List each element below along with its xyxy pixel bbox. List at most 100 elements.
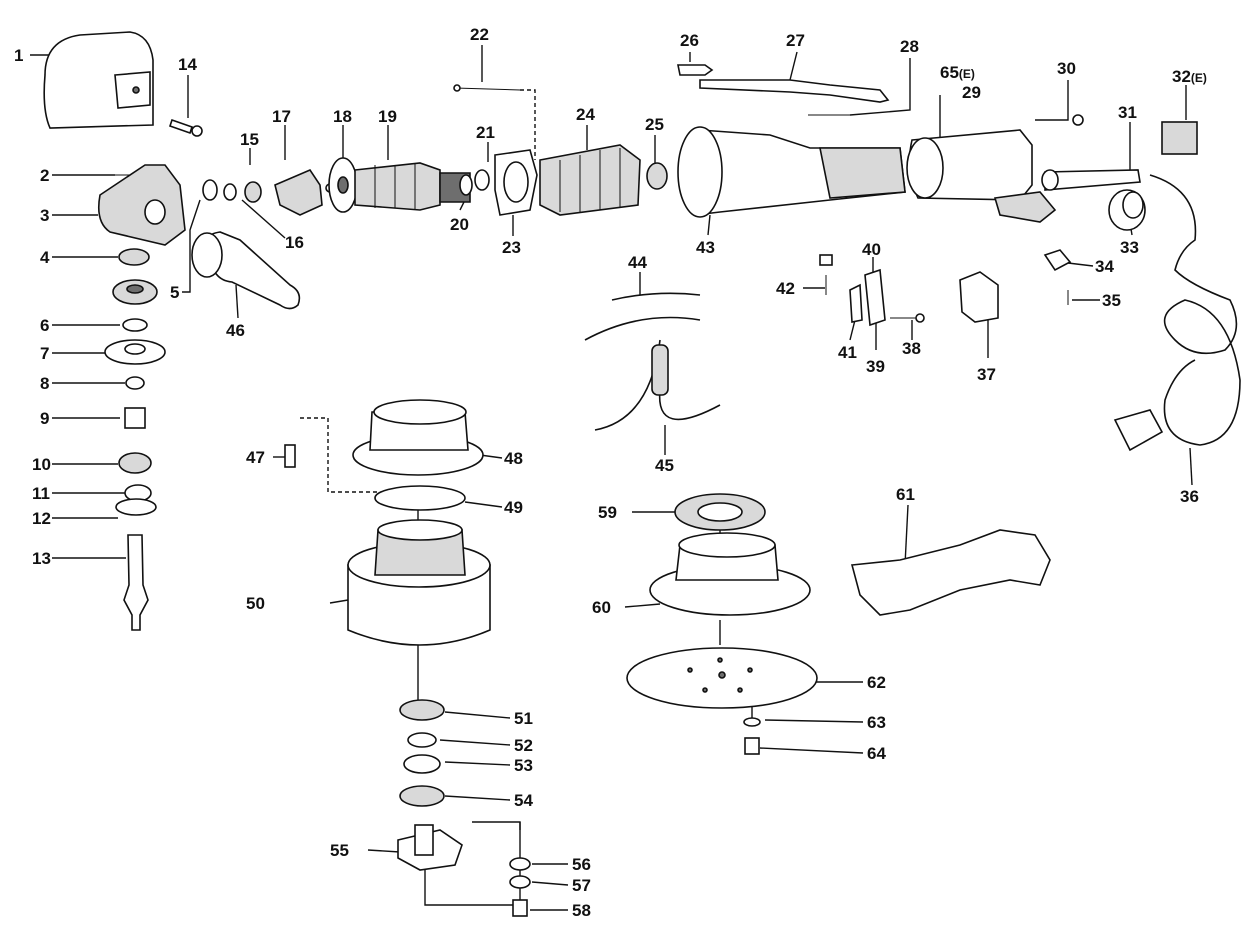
callout-56: 56	[572, 855, 591, 874]
callout-34: 34	[1095, 257, 1114, 276]
callout-5: 5	[170, 283, 179, 302]
part-22-long-screw	[453, 84, 521, 92]
callout-3: 3	[40, 206, 49, 225]
part-8-ring	[125, 376, 145, 390]
callout-16: 16	[285, 233, 304, 252]
callout-57: 57	[572, 876, 591, 895]
part-43-motor-housing	[677, 126, 906, 218]
part-29-handle-housing	[906, 129, 1057, 223]
callout-50: 50	[246, 594, 265, 613]
callout-60: 60	[592, 598, 611, 617]
callout-35: 35	[1102, 291, 1121, 310]
callout-51: 51	[514, 709, 533, 728]
part-53-ring	[403, 754, 441, 774]
part-16-ring	[202, 179, 237, 201]
callout-42: 42	[776, 279, 795, 298]
callout-48: 48	[504, 449, 523, 468]
part-47-screw	[284, 444, 296, 468]
callout-59: 59	[598, 503, 617, 522]
part-31-strain-relief	[1041, 169, 1141, 191]
callout-18: 18	[333, 107, 352, 126]
callout-44: 44	[628, 253, 647, 272]
callout-8: 8	[40, 374, 49, 393]
part-41-terminal	[849, 283, 863, 323]
callout-12: 12	[32, 509, 51, 528]
part-54-bearing	[399, 785, 445, 807]
part-23-bearing-plate	[494, 149, 538, 216]
callout-24: 24	[576, 105, 595, 124]
callout-43: 43	[696, 238, 715, 257]
callout-15: 15	[240, 130, 259, 149]
callout-47: 47	[246, 448, 265, 467]
part-30-screw	[1072, 114, 1084, 126]
callout-55: 55	[330, 841, 349, 860]
part-63-washer	[743, 717, 761, 727]
part-58-screw	[512, 899, 528, 917]
callout-36: 36	[1180, 487, 1199, 506]
part-10-bearing	[118, 452, 152, 474]
callout-1: 1	[14, 46, 23, 65]
callout-22: 22	[470, 25, 489, 44]
callout-46: 46	[226, 321, 245, 340]
part-5-bevel-gear	[112, 279, 158, 305]
callout-26: 26	[680, 31, 699, 50]
callout-64: 64	[867, 744, 886, 763]
part-33-grommet	[1108, 189, 1146, 231]
callout-41: 41	[838, 343, 857, 362]
callout-14: 14	[178, 55, 197, 74]
callout-7: 7	[40, 344, 49, 363]
part-20-bearing	[459, 174, 473, 196]
callout-27: 27	[786, 31, 805, 50]
part-51-bearing	[399, 699, 445, 721]
callout-40: 40	[862, 240, 881, 259]
callout-23: 23	[502, 238, 521, 257]
callout-52: 52	[514, 736, 533, 755]
part-39-40-terminal	[864, 268, 886, 327]
part-13-spindle	[123, 534, 149, 631]
callout-28: 28	[900, 37, 919, 56]
callout-38: 38	[902, 339, 921, 358]
part-56-57-washers	[509, 857, 531, 889]
part-3-gear-housing	[97, 164, 186, 246]
part-59-seal-ring	[674, 493, 766, 531]
callout-4: 4	[40, 248, 50, 267]
callout-19: 19	[378, 107, 397, 126]
part-6-ring	[122, 318, 148, 332]
part-36-power-cord	[1113, 174, 1241, 452]
part-64-screw	[744, 737, 760, 755]
part-4-bearing	[118, 248, 150, 266]
part-1-gear-cover	[43, 31, 154, 129]
callout-53: 53	[514, 756, 533, 775]
part-24-field-coil	[539, 144, 641, 216]
part-60-pad-holder	[649, 532, 811, 616]
callout-13: 13	[32, 549, 51, 568]
part-55-eccentric	[397, 824, 463, 871]
part-27-bracket	[699, 79, 890, 103]
callout-6: 6	[40, 316, 49, 335]
callout-31: 31	[1118, 103, 1137, 122]
leader-lines	[30, 45, 1193, 911]
callout-37: 37	[977, 365, 996, 384]
part-15-washer	[244, 181, 262, 203]
callout-labels: 1 2 3 4 5 6 7 8 9 10 11 12 13 14 15 16 1…	[14, 25, 1207, 920]
callout-49: 49	[504, 498, 523, 517]
part-37-switch	[959, 271, 999, 323]
callout-20: 20	[450, 215, 469, 234]
part-25-bushing	[646, 162, 668, 190]
callout-17: 17	[272, 107, 291, 126]
callout-25: 25	[645, 115, 664, 134]
part-50-counterweight	[347, 519, 491, 646]
callout-32: 32(E)	[1172, 67, 1207, 86]
part-62-sanding-pad	[626, 647, 818, 709]
part-17-fan	[274, 169, 335, 216]
part-61-dust-duct	[850, 529, 1051, 616]
part-44-45-wiring	[584, 292, 721, 431]
part-42-carbon-brush	[819, 254, 833, 295]
callout-11: 11	[32, 484, 50, 503]
part-46-side-handle	[191, 231, 301, 310]
callout-63: 63	[867, 713, 886, 732]
part-14-screw	[168, 118, 203, 137]
callout-61: 61	[896, 485, 915, 504]
part-49-o-ring	[374, 485, 466, 511]
